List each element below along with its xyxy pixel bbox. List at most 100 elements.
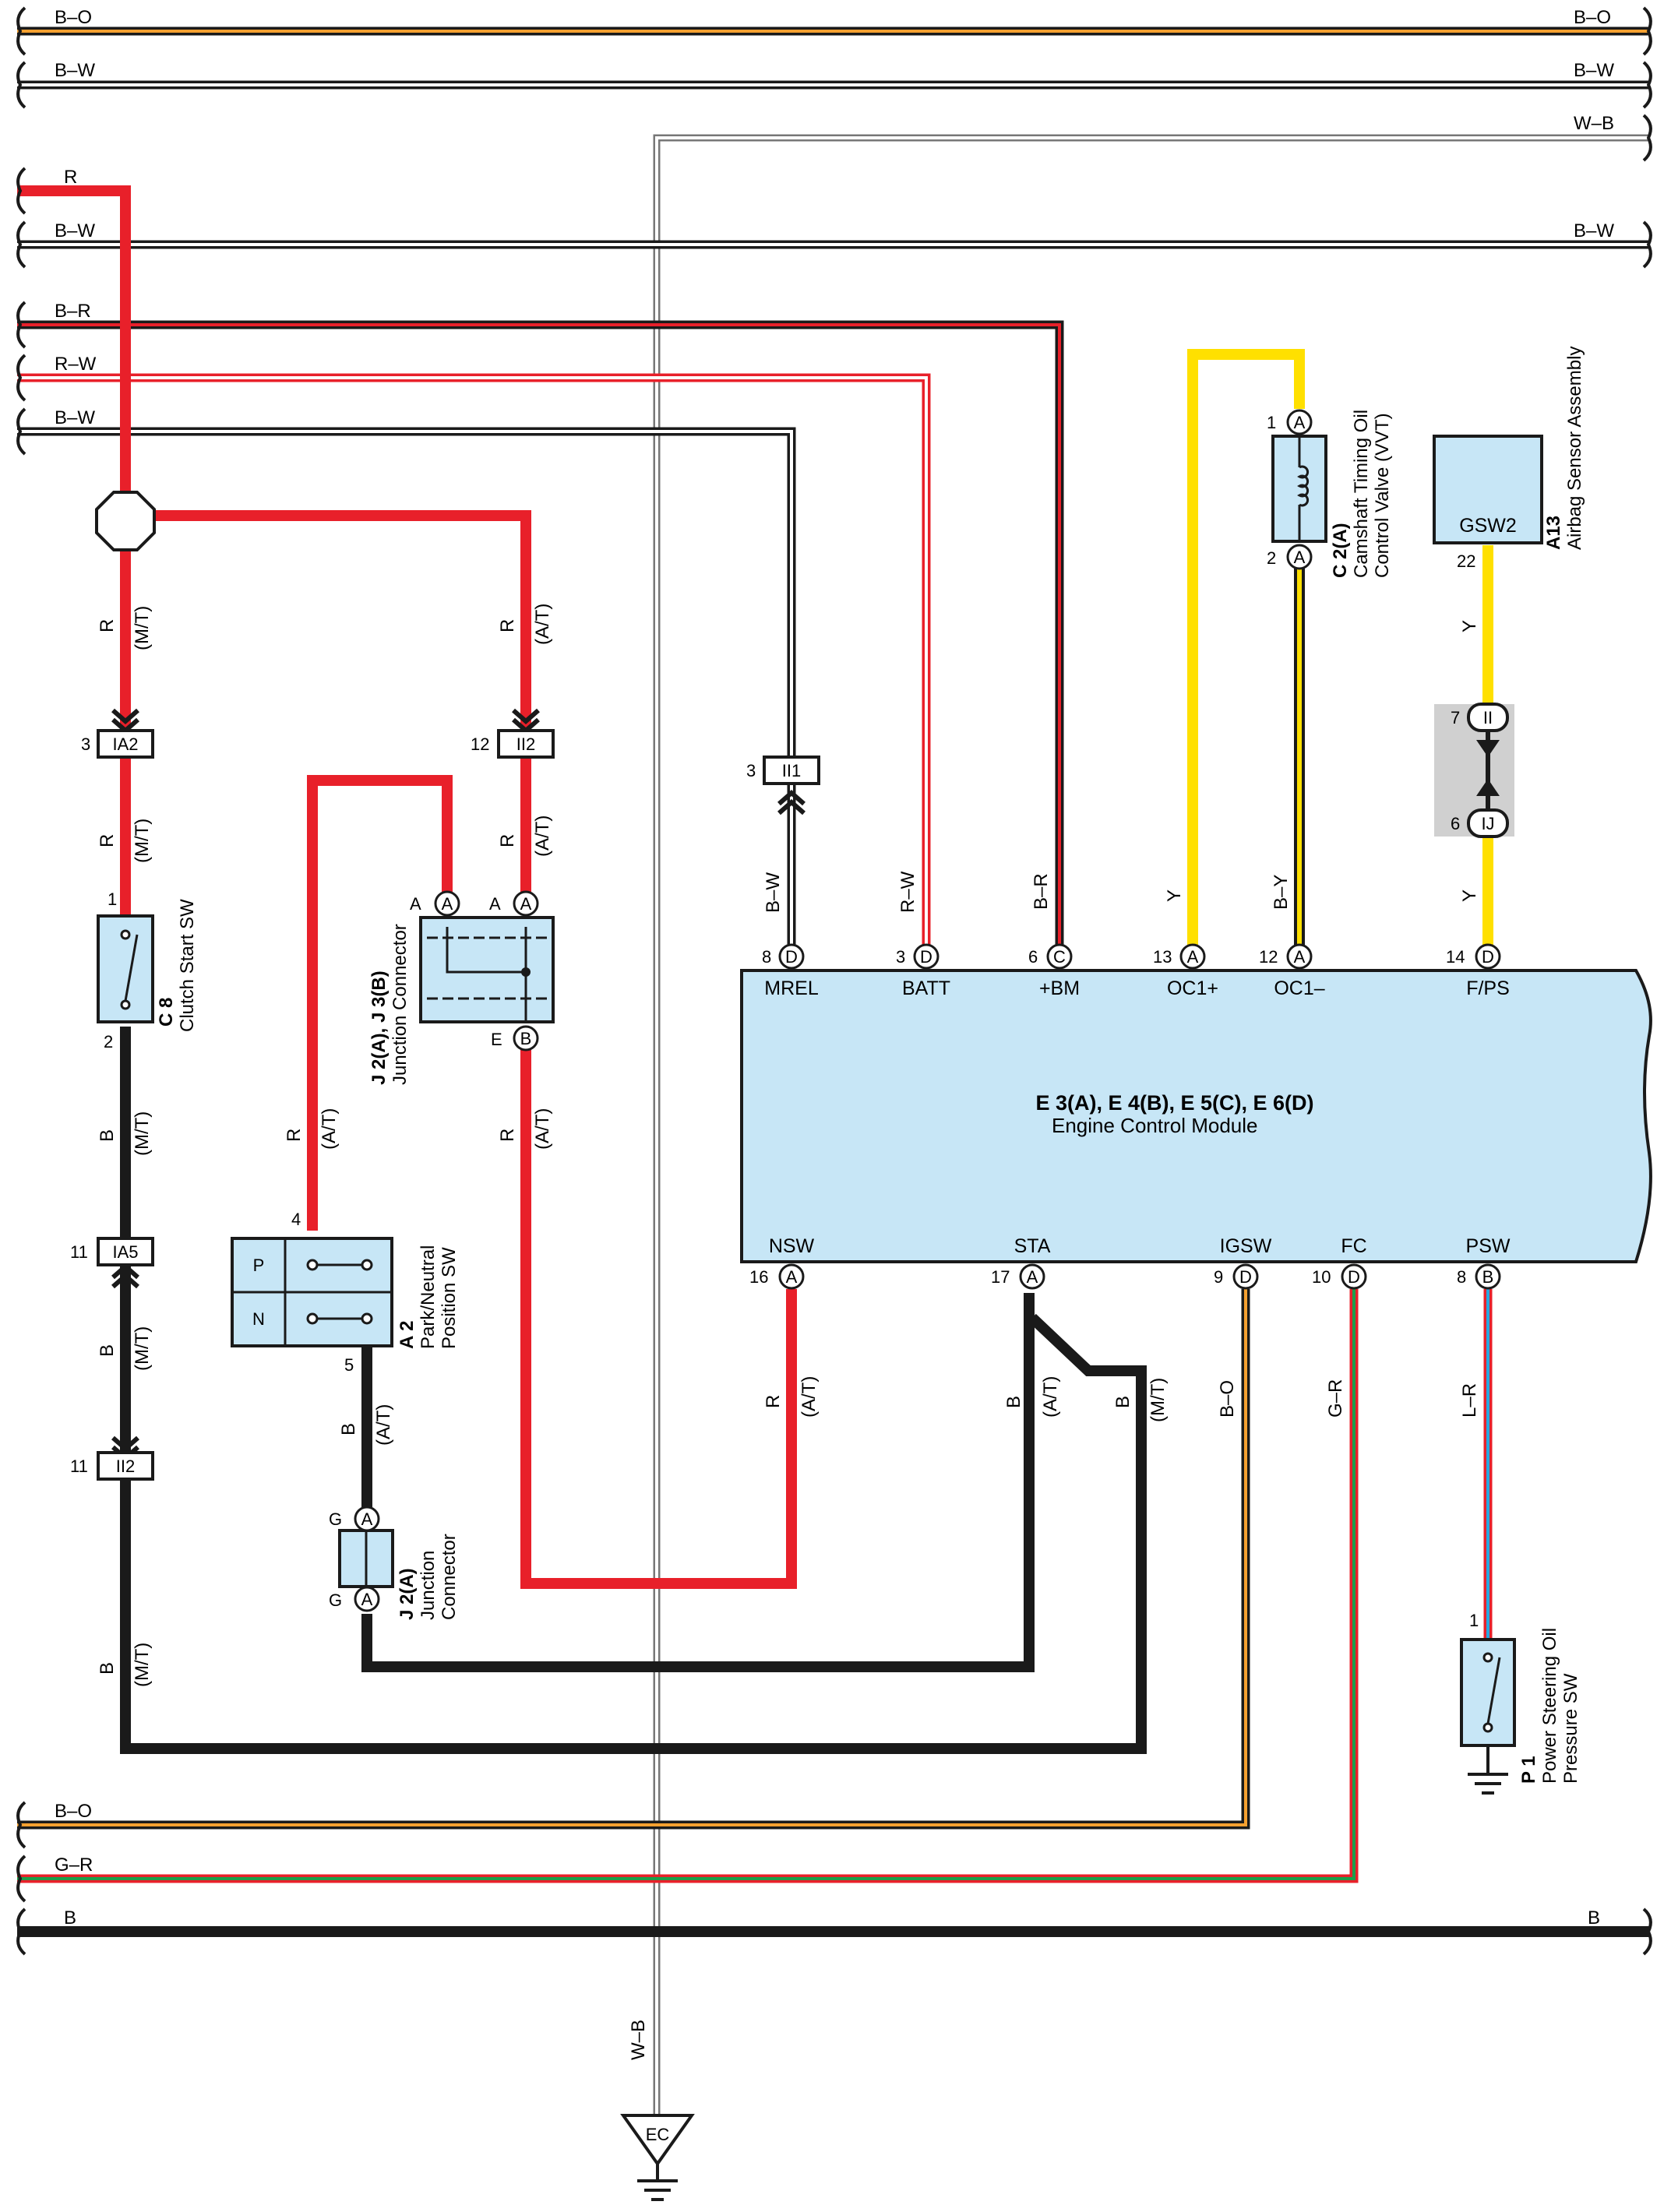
- wire-w-b-ground: [653, 134, 1650, 2115]
- vvt-name-2: Control Valve (VVT): [1372, 413, 1393, 578]
- j2a-c2: A: [361, 1590, 373, 1609]
- arrow-ia2: [111, 708, 540, 734]
- wl-br-bm: B–R: [1031, 873, 1052, 910]
- connector-ij-id: IJ: [1481, 814, 1494, 833]
- vvt-name-1: Camshaft Timing Oil: [1351, 410, 1372, 578]
- ecm-pin-psw: 8: [1457, 1267, 1466, 1287]
- ecm-terminal-sta: A 17 STA: [991, 1235, 1051, 1290]
- connector-ii2-top: II2 12: [471, 729, 555, 759]
- ecm-term-nsw: NSW: [769, 1235, 815, 1257]
- jj-circle-2: A: [513, 890, 539, 917]
- j2a-circle-2: A: [354, 1586, 380, 1612]
- wire-b-o-igsw: [17, 1289, 1250, 1830]
- ecm-conn-sta: A: [1027, 1267, 1038, 1287]
- ecm-pin-fc: 10: [1312, 1267, 1331, 1287]
- wire-r-main: [17, 185, 797, 1589]
- wl-b-at-sta: B: [1003, 1396, 1024, 1408]
- ecm-conn-batt: D: [920, 947, 932, 967]
- vvt-circle-1: A: [1286, 409, 1313, 435]
- ecm-terminal-igsw: D 9 IGSW: [1214, 1235, 1272, 1290]
- connector-ia5: IA5 11: [70, 1237, 154, 1266]
- pn-name-1: Park/Neutral: [418, 1245, 439, 1349]
- ecm-conn-oc1p: A: [1187, 947, 1199, 967]
- wl-at-sta: (A/T): [1040, 1376, 1061, 1418]
- ecm-pin-igsw: 9: [1214, 1267, 1223, 1287]
- wire-y-oc1p: [1187, 349, 1305, 956]
- connector-ia5-id: IA5: [112, 1242, 138, 1262]
- j2a-code: J 2(A): [397, 1568, 418, 1620]
- bus-label-b-bottom-right: B: [1588, 1907, 1600, 1928]
- ground-ec: EC: [620, 2114, 695, 2201]
- clutch-code: C 8: [156, 998, 177, 1027]
- engine-control-module: E 3(A), E 4(B), E 5(C), E 6(D) Engine Co…: [740, 969, 1652, 1263]
- wl-at-a: (A/T): [532, 604, 553, 645]
- ecm-conn-oc1m: A: [1294, 947, 1306, 967]
- wl-r-at-b: R: [497, 834, 518, 847]
- wl-b-at-e: B: [338, 1423, 359, 1435]
- wl-b-mt-c: B: [97, 1662, 118, 1675]
- wl-rw-batt: R–W: [897, 871, 918, 913]
- jj-pin-1: A: [410, 894, 421, 914]
- ecm-conn-psw: B: [1482, 1267, 1494, 1287]
- connector-ia2: IA2 3: [81, 729, 154, 759]
- ecm-pin-oc1p: 13: [1153, 947, 1172, 967]
- jj-c1: A: [442, 894, 453, 914]
- ecm-terminal-oc1m: A 12 OC1–: [1259, 943, 1325, 999]
- vvt-pin-bottom: 2: [1267, 548, 1276, 568]
- ecm-terminal-batt: D 3 BATT: [896, 943, 950, 999]
- power-steering-switch: 1: [1460, 1611, 1516, 1795]
- ecm-conn-mrel: D: [785, 947, 798, 967]
- connector-ii1: II1 3: [746, 756, 820, 785]
- wl-at-nsw: (A/T): [798, 1376, 820, 1418]
- wl-mt-sta: (M/T): [1147, 1378, 1169, 1422]
- clutch-name: Clutch Start SW: [177, 899, 198, 1032]
- ecm-terminal-bm: C 6 +BM: [1028, 943, 1080, 999]
- wire-g-r-fc: [17, 1289, 1359, 1883]
- j2a-pin-top: G: [329, 1509, 342, 1529]
- bus-label-b-r: B–R: [55, 301, 91, 322]
- ecm-conn-igsw: D: [1239, 1267, 1252, 1287]
- connector-ii: II 7: [1451, 703, 1509, 732]
- wl-lr-psw: L–R: [1459, 1383, 1480, 1418]
- connector-ii2-bottom-id: II2: [116, 1456, 135, 1476]
- vvt-code: C 2(A): [1330, 523, 1351, 578]
- connector-ia5-pin: 11: [70, 1242, 88, 1262]
- connector-ii2-bottom-pin: 11: [70, 1456, 88, 1476]
- ecm-terminal-fc: D 10 FC: [1312, 1235, 1367, 1290]
- vvt-c2: A: [1294, 548, 1306, 567]
- psw-name-1: Power Steering Oil: [1539, 1628, 1560, 1784]
- bus-label-b-w2-right: B–W: [1574, 220, 1614, 241]
- wl-at-b: (A/T): [532, 815, 553, 857]
- j2a-name-2: Connector: [439, 1534, 460, 1620]
- bus-label-b-bottom-left: B: [64, 1907, 76, 1928]
- wl-at-d: (A/T): [532, 1108, 553, 1150]
- wl-by-oc1m: B–Y: [1271, 875, 1292, 910]
- jj-circle-1: A: [434, 890, 460, 917]
- jj-c3: B: [520, 1029, 532, 1048]
- bus-label-b-w-left: B–W: [55, 60, 95, 81]
- splice-point: [95, 491, 156, 551]
- vvt-circle-2: A: [1286, 544, 1313, 570]
- bus-ends: [16, 6, 1652, 1956]
- wire-r-w-batt: [17, 373, 931, 956]
- ground-label: EC: [646, 2125, 670, 2144]
- wl-bw-mrel: B–W: [763, 872, 784, 913]
- bus-label-w-b: W–B: [1574, 113, 1614, 134]
- vvt-c1: A: [1294, 413, 1306, 432]
- ecm-title: E 3(A), E 4(B), E 5(C), E 6(D): [1035, 1091, 1313, 1115]
- clutch-pin-bottom: 2: [104, 1032, 113, 1051]
- ecm-pin-oc1m: 12: [1259, 947, 1278, 967]
- psw-code: P 1: [1518, 1756, 1539, 1784]
- wl-r-mt-a: R: [97, 619, 118, 632]
- wl-r-mt-b: R: [97, 834, 118, 847]
- airbag-terminal-gsw2: GSW2: [1459, 515, 1517, 537]
- wl-b-mt-b: B: [97, 1344, 118, 1357]
- connector-ij-pin: 6: [1451, 814, 1460, 833]
- ecm-terminal-psw: B 8 PSW: [1457, 1235, 1511, 1290]
- airbag-pin-22: 22: [1457, 551, 1475, 571]
- connector-ii1-pin: 3: [746, 761, 756, 780]
- ecm-conn-bm: C: [1053, 947, 1066, 967]
- pn-pin-bottom: 5: [344, 1355, 354, 1375]
- bus-label-b-w2-left: B–W: [55, 220, 95, 241]
- bus-label-r: R: [64, 167, 77, 188]
